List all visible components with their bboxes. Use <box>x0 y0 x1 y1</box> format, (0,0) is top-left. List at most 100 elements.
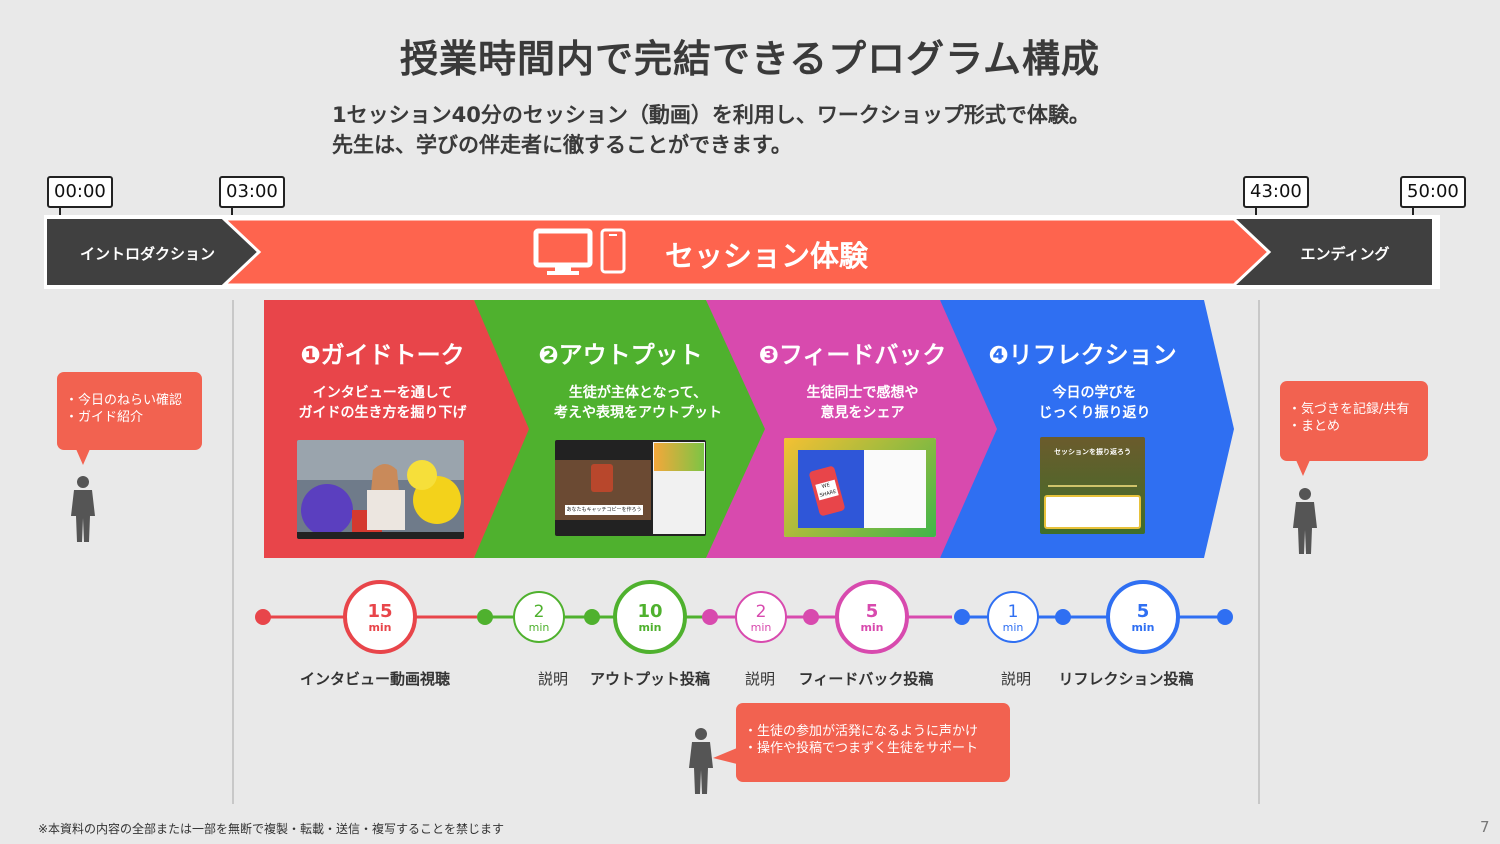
timestamp-session-end: 43:00 <box>1243 176 1309 208</box>
phase-guide-talk-title: ❶ガイドトーク <box>280 335 485 370</box>
separator-line <box>1258 300 1260 804</box>
phase-output-desc: 生徒が主体となって、 考えや表現をアウトプット <box>528 383 748 423</box>
step-minutes-value: 15 <box>367 601 393 622</box>
step-label: フィードバック投稿 <box>798 670 934 688</box>
ending-label: エンディング <box>1300 245 1390 263</box>
timestamp-tick <box>59 207 61 221</box>
bubble-tail <box>76 449 90 465</box>
step-minutes-value: 5 <box>865 601 879 622</box>
step-minutes-value: 2 <box>533 602 545 622</box>
phase-desc-line: 生徒同士で感想や <box>806 385 919 401</box>
subtitle-line-2: 先生は、学びの伴走者に徹することができます。 <box>332 133 792 157</box>
person-icon <box>71 476 95 542</box>
bubble-text: ・気づきを記録/共有 <box>1288 402 1410 417</box>
thumb-side-panel <box>864 450 926 528</box>
phase-title-text: リフレクション <box>1008 341 1177 369</box>
timestamp-tick <box>1412 207 1414 221</box>
teacher-person-icon <box>689 728 713 794</box>
step-minutes-value: 10 <box>637 601 663 622</box>
thumb-slider <box>1048 485 1137 487</box>
step-label: リフレクション投稿 <box>1058 670 1194 688</box>
ending-speech-bubble: ・気づきを記録/共有 ・まとめ <box>1280 381 1428 461</box>
timestamp-end: 50:00 <box>1400 176 1466 208</box>
phase-title-text: ガイドトーク <box>320 341 465 369</box>
thumb-panel-header <box>654 443 704 471</box>
step-minutes-unit: min <box>860 621 884 634</box>
step-minutes-unit: min <box>528 621 550 634</box>
timeline-dot <box>954 609 970 625</box>
timeline-dot <box>1217 609 1233 625</box>
phase-desc-line: インタビューを通して <box>312 385 453 401</box>
session-title: セッション体験 <box>665 239 869 273</box>
phase-desc-line: 意見をシェア <box>820 405 905 421</box>
timeline-bar <box>44 215 1440 289</box>
step-label: インタビュー動画視聴 <box>299 670 450 688</box>
feedback-screen-thumbnail: WE SHARE <box>784 438 936 537</box>
phase-desc-line: じっくり振り返り <box>1038 405 1151 421</box>
copyright-notice: ※本資料の内容の全部または一部を無断で複製・転載・送信・複写することを禁じます <box>38 822 505 836</box>
subtitle-line-1: 1セッション40分のセッション（動画）を利用し、ワークショップ形式で体験。 <box>332 103 1090 127</box>
person-icon <box>1293 488 1317 554</box>
phase-number: ❶ <box>300 341 321 369</box>
phase-number: ❹ <box>988 341 1009 369</box>
step-minutes-unit: min <box>638 621 662 634</box>
phase-number: ❸ <box>758 341 779 369</box>
bubble-tail <box>713 748 737 764</box>
step-minutes-value: 5 <box>1136 601 1150 622</box>
step-minutes-unit: min <box>368 621 392 634</box>
timestamp-tick <box>1255 207 1257 221</box>
bubble-text: ・生徒の参加が活発になるように声かけ <box>744 724 979 739</box>
phase-reflection-desc: 今日の学びを じっくり振り返り <box>992 383 1197 423</box>
bubble-text: ・操作や投稿でつまずく生徒をサポート <box>744 741 979 756</box>
teacher-speech-bubble: ・生徒の参加が活発になるように声かけ ・操作や投稿でつまずく生徒をサポート <box>736 703 1010 782</box>
reflection-screen-thumbnail: セッションを振り返ろう <box>1040 437 1145 534</box>
step-label: 説明 <box>537 670 568 688</box>
phase-guide-talk-desc: インタビューを通して ガイドの生き方を掘り下げ <box>280 383 485 423</box>
bubble-text: ・今日のねらい確認 <box>65 393 183 408</box>
phase-number: ❷ <box>538 341 559 369</box>
timeline-dot <box>584 609 600 625</box>
bubble-text: ・ガイド紹介 <box>65 410 144 425</box>
timeline-dot <box>702 609 718 625</box>
monitor-icon <box>533 228 593 275</box>
timestamp-session-start: 03:00 <box>219 176 285 208</box>
smartphone-icon <box>600 228 626 274</box>
output-screen-thumbnail: あなたもキャッチコピーを作ろう <box>555 440 706 536</box>
page-number: 7 <box>1480 818 1490 836</box>
phase-feedback-title: ❸フィードバック <box>750 335 955 370</box>
timestamp-tick <box>231 207 233 221</box>
step-minutes-unit: min <box>1131 621 1155 634</box>
step-label: 説明 <box>1000 670 1031 688</box>
bubble-text: ・まとめ <box>1288 419 1341 434</box>
phase-desc-line: 今日の学びを <box>1052 385 1137 401</box>
thumb-person <box>591 464 613 492</box>
separator-line <box>232 300 234 804</box>
step-minutes-value: 2 <box>755 602 767 622</box>
timestamp-start: 00:00 <box>47 176 113 208</box>
step-minutes-unit: min <box>750 621 772 634</box>
phase-output-title: ❷アウトプット <box>518 335 723 370</box>
intro-speech-bubble: ・今日のねらい確認 ・ガイド紹介 <box>57 372 202 450</box>
thumb-reflection-title: セッションを振り返ろう <box>1054 448 1131 456</box>
interview-video-thumbnail <box>297 440 464 539</box>
timeline-dot <box>255 609 271 625</box>
timeline-dot <box>803 609 819 625</box>
step-minutes-value: 1 <box>1007 602 1019 622</box>
bubble-tail <box>1296 460 1310 476</box>
page-title: 授業時間内で完結できるプログラム構成 <box>399 37 1101 81</box>
phase-title-text: フィードバック <box>778 341 947 369</box>
phase-reflection-title: ❹リフレクション <box>980 335 1185 370</box>
timeline-dot <box>1055 609 1071 625</box>
step-label: アウトプット投稿 <box>589 670 710 688</box>
phase-desc-line: 生徒が主体となって、 <box>568 385 708 401</box>
step-minutes-unit: min <box>1002 621 1024 634</box>
intro-label: イントロダクション <box>79 245 215 263</box>
timeline-dot <box>477 609 493 625</box>
step-label: 説明 <box>744 670 775 688</box>
